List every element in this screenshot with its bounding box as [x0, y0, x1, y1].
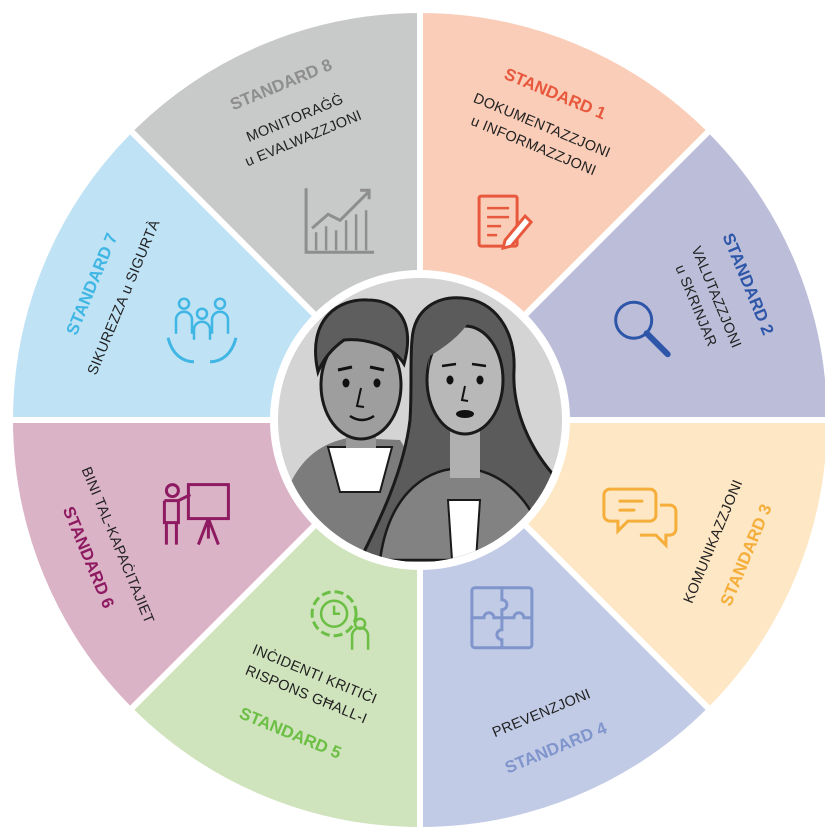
puzzle-icon	[470, 586, 534, 650]
presenter-board-icon	[162, 483, 230, 546]
speech-bubbles-icon	[602, 487, 678, 549]
gear-clock-person-icon	[310, 590, 370, 650]
magnifier-icon	[614, 300, 671, 358]
document-edit-icon	[477, 194, 534, 251]
center-illustration	[270, 270, 570, 570]
people-hands-icon	[166, 297, 238, 364]
growth-chart-icon	[304, 188, 375, 254]
